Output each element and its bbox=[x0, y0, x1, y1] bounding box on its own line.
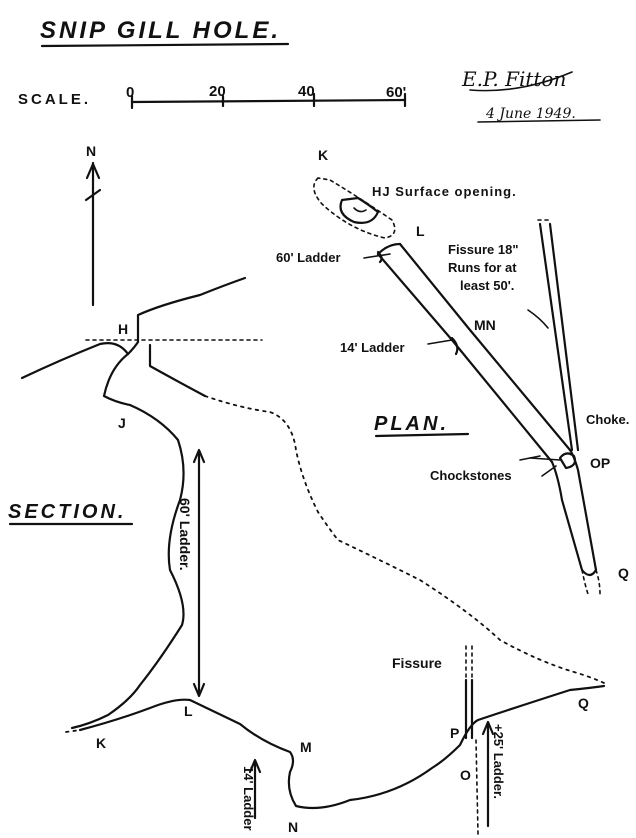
section-label-fissure: Fissure bbox=[392, 655, 442, 671]
section-label-ladder-25: +25' Ladder. bbox=[491, 724, 506, 799]
section-label-O: O bbox=[460, 767, 471, 783]
signature-author: E.P. Fitton bbox=[461, 67, 566, 91]
plan-label-fissure-3: least 50'. bbox=[460, 278, 514, 293]
section-ladder-14 bbox=[248, 758, 262, 820]
plan-label-OP: OP bbox=[590, 455, 610, 471]
scale-label: SCALE. bbox=[18, 91, 91, 108]
plan-label-chockstones: Chockstones bbox=[430, 468, 512, 483]
plan-label-L: L bbox=[416, 223, 425, 239]
scale-tick-20: 20 bbox=[209, 83, 226, 100]
plan-cave-outline bbox=[313, 177, 601, 595]
scale-tick-40: 40 bbox=[298, 83, 315, 100]
north-label: N bbox=[86, 143, 96, 159]
plan-pointer-fissure bbox=[527, 309, 549, 329]
section-ladder-25 bbox=[481, 720, 495, 828]
plan-pointer-chockstones bbox=[541, 465, 557, 477]
section-label-K: K bbox=[96, 735, 106, 751]
section-cave-outline bbox=[20, 276, 607, 810]
section-label-ladder-60: 60' Ladder. bbox=[177, 498, 193, 571]
signature-date: 4 June 1949. bbox=[485, 106, 576, 122]
section-ladder-60 bbox=[192, 448, 206, 698]
scale-bar bbox=[130, 92, 407, 110]
section-label-H: H bbox=[118, 321, 128, 337]
plan-pointer-60-ladder bbox=[363, 253, 391, 259]
section-label-ladder-14: 14' Ladder bbox=[241, 766, 256, 831]
section-label-Q: Q bbox=[578, 695, 589, 711]
plan-label-Q: Q bbox=[618, 565, 629, 581]
section-label-N: N bbox=[288, 819, 298, 835]
section-label-L: L bbox=[184, 703, 193, 719]
plan-heading: PLAN. bbox=[374, 413, 449, 435]
section-label-J: J bbox=[118, 415, 126, 431]
scale-tick-60: 60' bbox=[386, 84, 406, 101]
plan-label-MN: MN bbox=[474, 317, 496, 333]
plan-pointer-14-ladder bbox=[427, 339, 453, 345]
scale-tick-0: 0 bbox=[126, 84, 134, 101]
plan-label-choke: Choke. bbox=[586, 412, 629, 427]
plan-label-fissure-1: Fissure 18" bbox=[448, 242, 518, 257]
plan-label-K: K bbox=[318, 147, 328, 163]
plan-label-fissure-2: Runs for at bbox=[448, 260, 517, 275]
section-label-M: M bbox=[300, 739, 312, 755]
plan-label-ladder-14: 14' Ladder bbox=[340, 340, 405, 355]
plan-heading-underline bbox=[374, 432, 470, 438]
plan-label-ladder-60: 60' Ladder bbox=[276, 250, 341, 265]
section-label-P: P bbox=[450, 725, 459, 741]
north-arrow-icon bbox=[84, 161, 102, 307]
signature-date-underline bbox=[477, 119, 601, 123]
plan-label-HJ: HJ Surface opening. bbox=[372, 184, 517, 199]
title-underline bbox=[40, 42, 290, 48]
drawing-title: SNIP GILL HOLE. bbox=[40, 17, 281, 44]
section-heading: SECTION. bbox=[8, 501, 126, 523]
section-fissure bbox=[464, 645, 479, 835]
signature-flourish bbox=[469, 71, 573, 92]
